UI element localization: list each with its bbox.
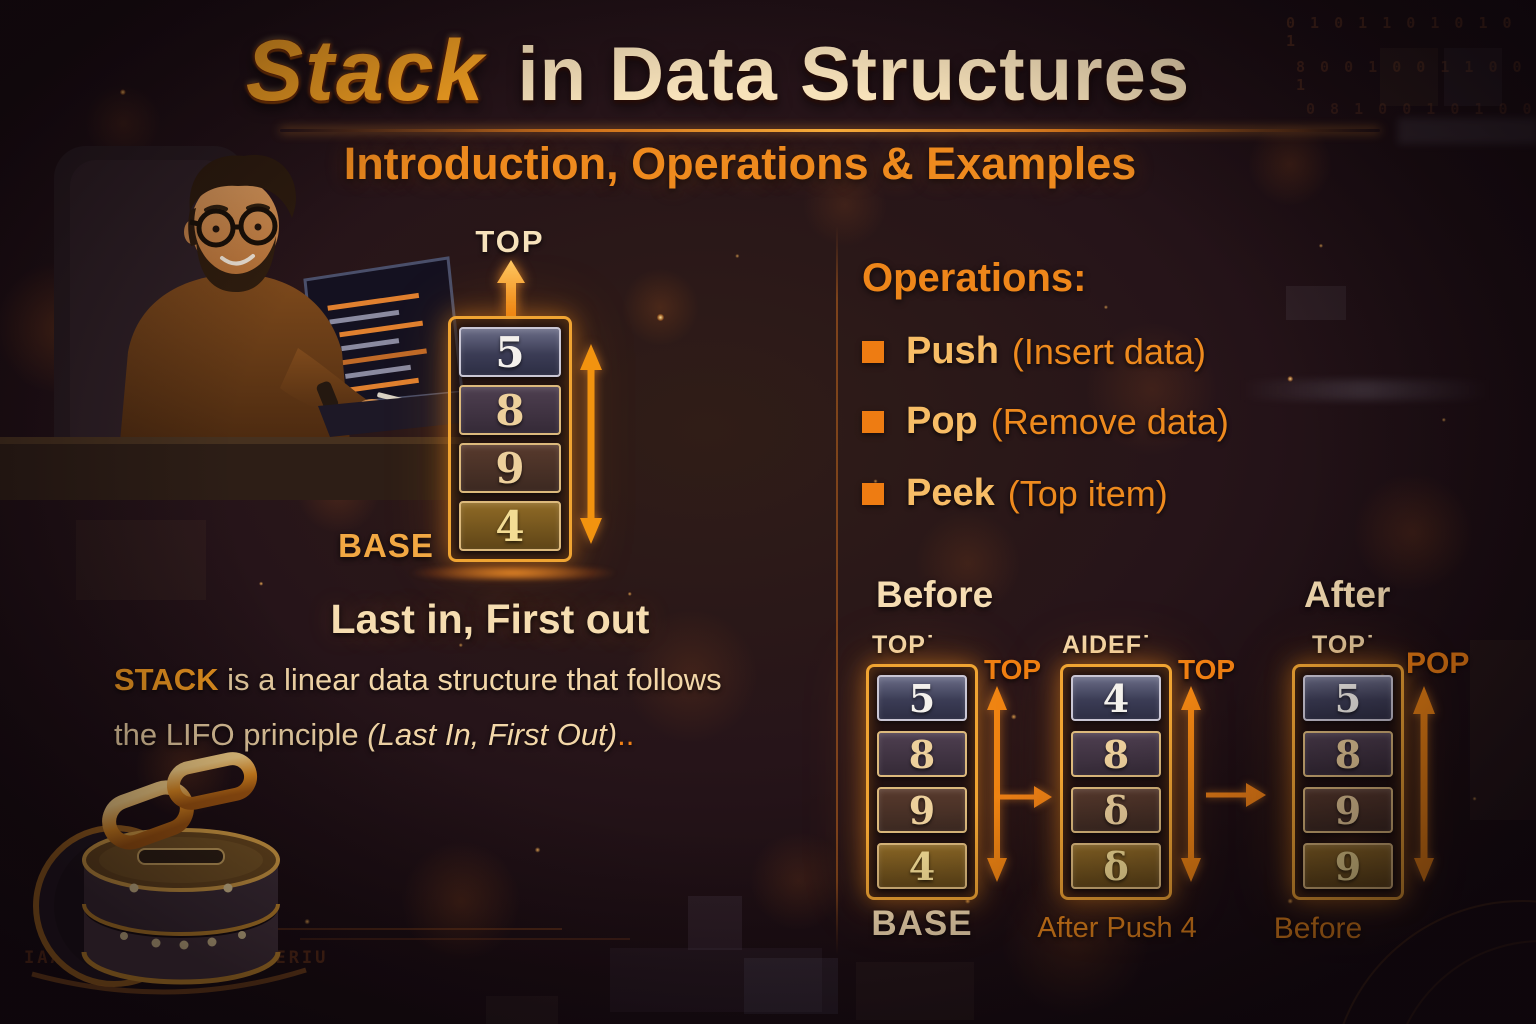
title-rest: in Data Structures (495, 32, 1191, 117)
lifo-expansion: (Last In, First Out) (367, 717, 618, 752)
description-end: .. (617, 717, 635, 752)
chain-link-icon (166, 752, 258, 810)
decor-line (300, 938, 630, 940)
stack-cell: 8 (459, 385, 561, 435)
ministack-caption: BASE (871, 904, 973, 943)
operation-detail: (Remove data) (990, 400, 1229, 442)
description-line-1: STACK is a linear data structure that fo… (114, 652, 814, 707)
arrow-label: TOP (984, 654, 1042, 685)
stack-cell: 5 (1303, 675, 1393, 721)
stack-cell: 5 (877, 675, 967, 721)
operation-item-pop: Pop (Remove data) (862, 400, 1229, 443)
lifo-heading: Last in, First out (330, 596, 650, 642)
stack-cell: 9 (877, 787, 967, 833)
light-band (1240, 380, 1490, 400)
stack-cell: 8 (1071, 731, 1161, 777)
stack-before: 5 8 9 4 (866, 664, 978, 900)
bullet-icon (862, 340, 884, 363)
title-highlight: Stack (245, 23, 486, 119)
arrow-label: POP (1406, 647, 1470, 680)
ministack-top-label: TOP˙ (872, 631, 936, 659)
operation-detail: (Insert data) (1011, 330, 1206, 372)
mosaic-square (486, 996, 558, 1024)
after-heading: After (1304, 574, 1391, 615)
stack-cell: 9 (1303, 843, 1393, 889)
stack-cell: δ (1071, 787, 1161, 833)
operation-name: Push (906, 330, 999, 372)
description-text: the LIFO principle (114, 717, 368, 752)
stack-range-arrow-icon (580, 344, 602, 544)
stack-cell: 5 (459, 327, 561, 377)
bullet-icon (862, 410, 884, 433)
main-stack: 5 8 9 4 (448, 316, 572, 562)
stack-cell: 4 (877, 843, 967, 889)
operation-item-push: Push (Insert data) (862, 330, 1206, 373)
up-arrow-icon (497, 260, 525, 316)
operation-item-peek: Peek (Top item) (862, 472, 1168, 515)
before-heading: Before (876, 574, 994, 615)
stack-cell: 4 (459, 501, 561, 551)
database-chain-illustration (31, 752, 307, 995)
ministack-top-label: AIDEF˙ (1062, 631, 1152, 659)
double-arrow-icon (1413, 686, 1435, 882)
stack-description: STACK is a linear data structure that fo… (114, 652, 814, 762)
bullet-icon (862, 482, 884, 505)
stack-term: STACK (114, 662, 219, 697)
arrow-label: TOP (1178, 654, 1236, 685)
stack-glow (380, 566, 646, 580)
mosaic-square (744, 958, 838, 1014)
ministack-top-label: TOP˙ (1312, 631, 1376, 659)
flow-arrow-icon (1000, 786, 1052, 808)
operation-name: Pop (906, 400, 978, 442)
double-arrow-icon (1181, 686, 1201, 882)
stack-cell: 4 (1071, 675, 1161, 721)
operation-name: Peek (906, 472, 995, 514)
stack-cell: 9 (1303, 787, 1393, 833)
flow-arrow-icon (1206, 783, 1266, 807)
ministack-caption: Before (1273, 912, 1363, 945)
mosaic-square (688, 896, 742, 950)
main-stack-base-label: BASE (338, 527, 434, 564)
mosaic-square (1470, 640, 1536, 820)
mosaic-square (76, 520, 206, 600)
section-divider (836, 226, 838, 954)
main-stack-top-label: TOP (475, 224, 545, 259)
stack-after-push: 4 8 δ δ (1060, 664, 1172, 900)
developer-illustration (0, 146, 470, 500)
stack-cell: 8 (1303, 731, 1393, 777)
ministack-caption: After Push 4 (1037, 912, 1197, 944)
page-title: Stack in Data Structures (0, 22, 1486, 121)
stack-cell: 8 (877, 731, 967, 777)
operation-detail: (Top item) (1007, 472, 1168, 514)
mosaic-square (856, 962, 974, 1020)
stack-cell: 9 (459, 443, 561, 493)
operations-heading: Operations: (862, 256, 1087, 300)
title-divider (280, 129, 1380, 132)
stack-cell: δ (1071, 843, 1161, 889)
mosaic-square (1286, 286, 1346, 320)
description-text: is a linear data structure that follows (218, 662, 722, 697)
stack-after-pop: 5 8 9 9 (1292, 664, 1404, 900)
